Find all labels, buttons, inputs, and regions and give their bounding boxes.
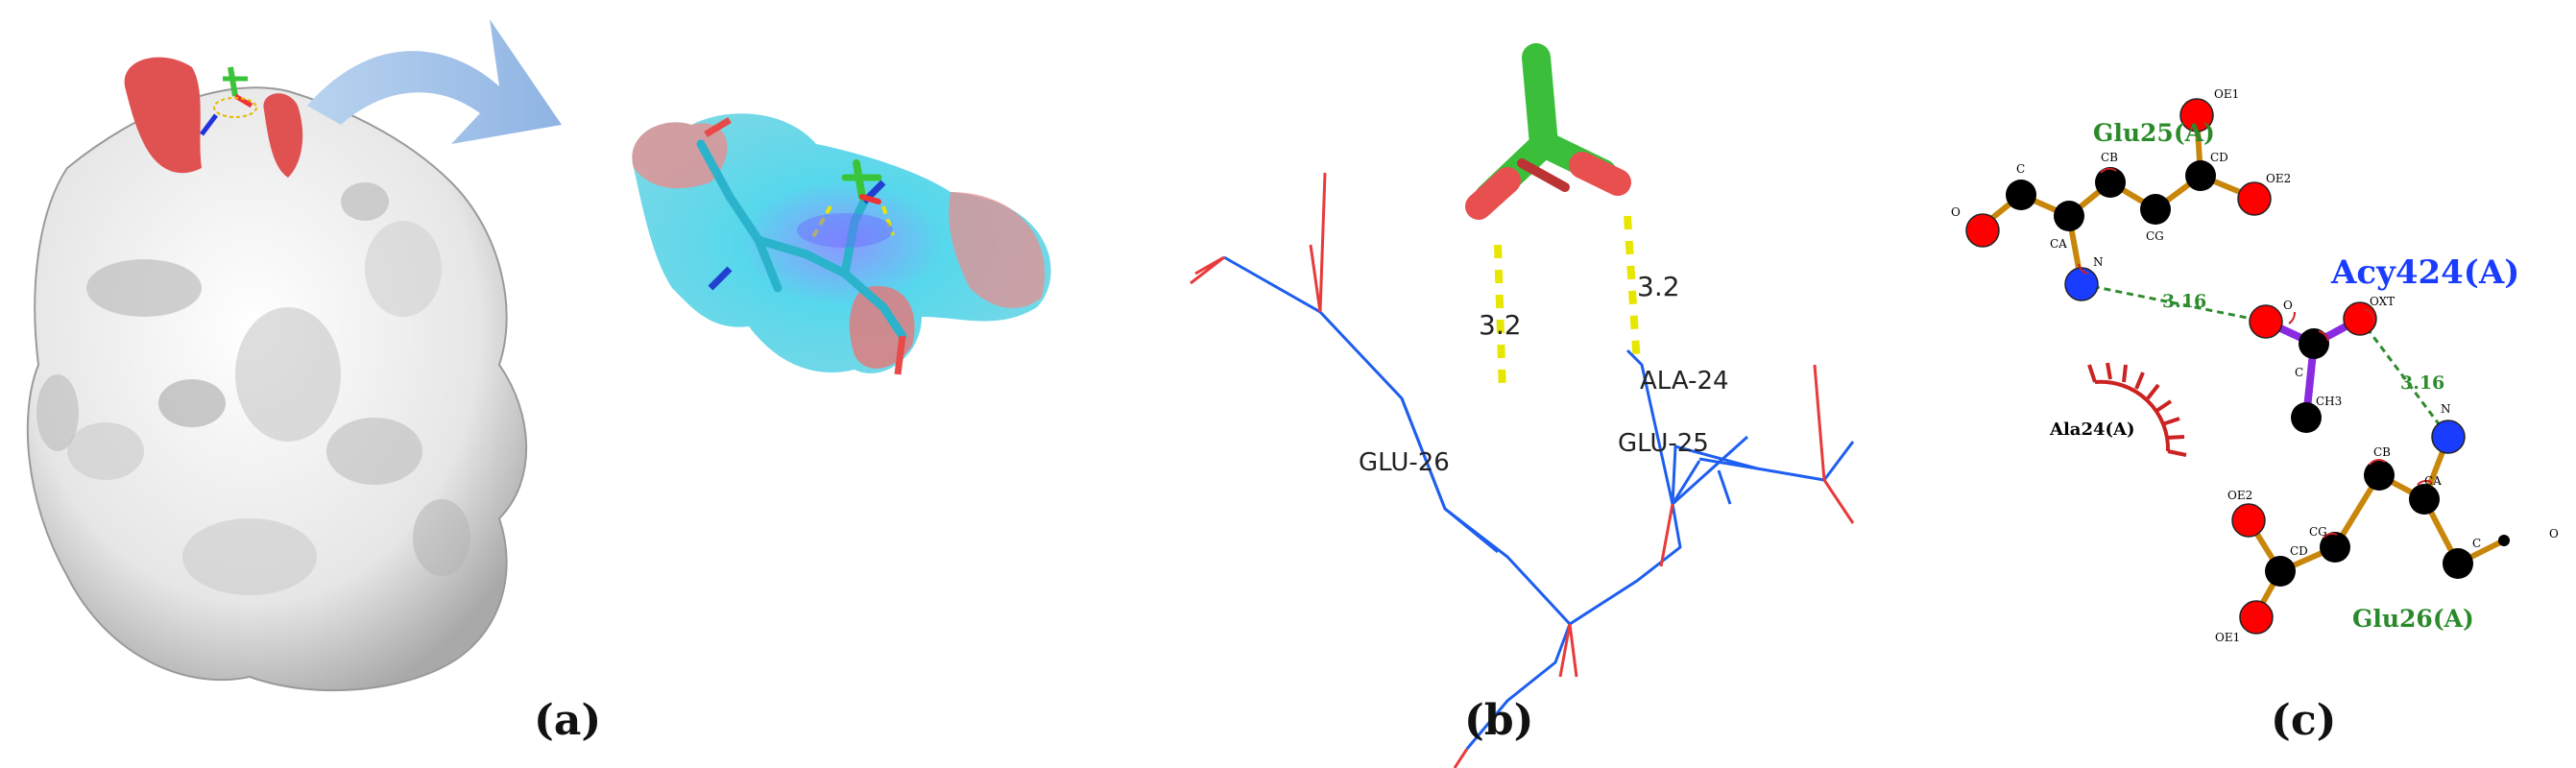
panel-c-graphic: 3.16 3.16 <box>1951 87 2559 644</box>
atom-glu26-cg <box>2320 532 2350 563</box>
hbond-lines <box>2081 282 2450 438</box>
atom-glu25-cb <box>2095 167 2126 198</box>
atom-glu25-oe1 <box>2179 98 2214 132</box>
binding-site-patch <box>124 57 303 178</box>
lbl-ligand-oxt: OXT <box>2370 295 2395 308</box>
atom-glu25-cd <box>2185 160 2216 191</box>
protein-surface <box>26 86 528 692</box>
caption-c: (c) <box>2271 696 2337 745</box>
pocket-zoom <box>632 113 1051 375</box>
zoom-arrow <box>307 19 562 144</box>
atom-glu26-oe2 <box>2231 503 2266 538</box>
lbl-glu25-ca: CA <box>2050 237 2067 251</box>
atom-ligand-ch3 <box>2291 402 2322 433</box>
lbl-glu26-ca: CA <box>2424 474 2442 488</box>
lbl-glu25-cd: CD <box>2210 151 2228 164</box>
atom-ligand-o <box>2249 304 2283 339</box>
residue-sticks <box>1223 255 1855 750</box>
atom-glu25-cg <box>2140 194 2171 225</box>
atom-glu26-c <box>2443 548 2473 579</box>
residue-label-glu25: GLU-25 <box>1618 429 1709 458</box>
atom-glu25-ca <box>2054 201 2084 231</box>
atom-glu26-o <box>2498 535 2510 546</box>
panel-b-graphic: 3.2 3.2 GLU-26 GLU-25 <box>1190 43 1855 768</box>
ligand-name: Acy424(A) <box>2330 253 2519 292</box>
residue-label-glu26: GLU-26 <box>1359 448 1450 477</box>
lbl-glu26-oe1: OE1 <box>2215 631 2240 644</box>
panel-a-surface-view: (a) <box>0 0 1085 768</box>
hydrophobic-contact-ala24 <box>2087 362 2187 457</box>
lbl-glu25-oe2: OE2 <box>2266 172 2291 185</box>
small-contact-marks <box>2078 167 2432 539</box>
lbl-glu26-o: O <box>2549 527 2559 540</box>
atom-glu26-oe1 <box>2239 600 2274 635</box>
lbl-glu25-o: O <box>1951 205 1961 219</box>
distance-label-2: 3.2 <box>1637 271 1680 302</box>
residue-name-ala24: Ala24(A) <box>2049 420 2135 440</box>
atom-labels: O C CA N CB CG CD OE1 OE2 O OXT C CH3 N … <box>1951 87 2559 644</box>
residue-label-ala24: ALA-24 <box>1640 367 1729 396</box>
caption-b: (b) <box>1464 696 1534 745</box>
lbl-glu25-cg: CG <box>2146 229 2164 243</box>
lbl-ligand-o: O <box>2283 299 2293 312</box>
atom-glu26-n <box>2431 420 2466 454</box>
lbl-glu26-cb: CB <box>2373 445 2391 459</box>
atoms <box>1965 98 2510 635</box>
atom-glu26-ca <box>2409 484 2440 515</box>
lbl-ligand-ch3: CH3 <box>2316 395 2342 408</box>
atom-glu25-c <box>2006 180 2036 210</box>
lbl-glu25-oe1: OE1 <box>2214 87 2239 101</box>
lbl-glu25-cb: CB <box>2101 151 2118 164</box>
caption-a: (a) <box>534 696 602 745</box>
panel-c-ligplot: 3.16 3.16 <box>1872 0 2576 768</box>
ligand-acetate <box>1465 43 1631 220</box>
lbl-glu26-cd: CD <box>2290 544 2308 558</box>
atom-ligand-c <box>2299 328 2329 359</box>
atom-glu26-cb <box>2364 460 2395 491</box>
hbond-dashes <box>1494 215 1641 395</box>
hbond-distance-1: 3.16 <box>2162 291 2206 312</box>
lbl-glu25-c: C <box>2016 162 2025 176</box>
lbl-glu26-oe2: OE2 <box>2227 489 2252 502</box>
lbl-glu26-cg: CG <box>2309 525 2327 539</box>
atom-glu25-n <box>2064 267 2099 301</box>
lbl-glu25-n: N <box>2093 255 2104 269</box>
distance-label-1: 3.2 <box>1479 309 1522 341</box>
residue-name-glu25: Glu25(A) <box>2093 119 2215 147</box>
lbl-glu26-n: N <box>2441 402 2451 416</box>
residue-name-glu26: Glu26(A) <box>2352 605 2474 633</box>
panel-b-stick-view: 3.2 3.2 GLU-26 GLU-25 <box>1085 0 1872 768</box>
atom-glu25-o <box>1965 213 2000 248</box>
oxygen-sticks <box>1190 172 1855 768</box>
panel-a-graphic <box>26 19 1051 692</box>
atom-glu26-cd <box>2265 556 2296 587</box>
ligand-stick-small <box>200 66 257 136</box>
atom-glu25-oe2 <box>2237 181 2272 216</box>
lbl-glu26-c: C <box>2472 537 2481 550</box>
lbl-ligand-c: C <box>2295 366 2303 379</box>
hbond-distance-2: 3.16 <box>2400 372 2444 394</box>
